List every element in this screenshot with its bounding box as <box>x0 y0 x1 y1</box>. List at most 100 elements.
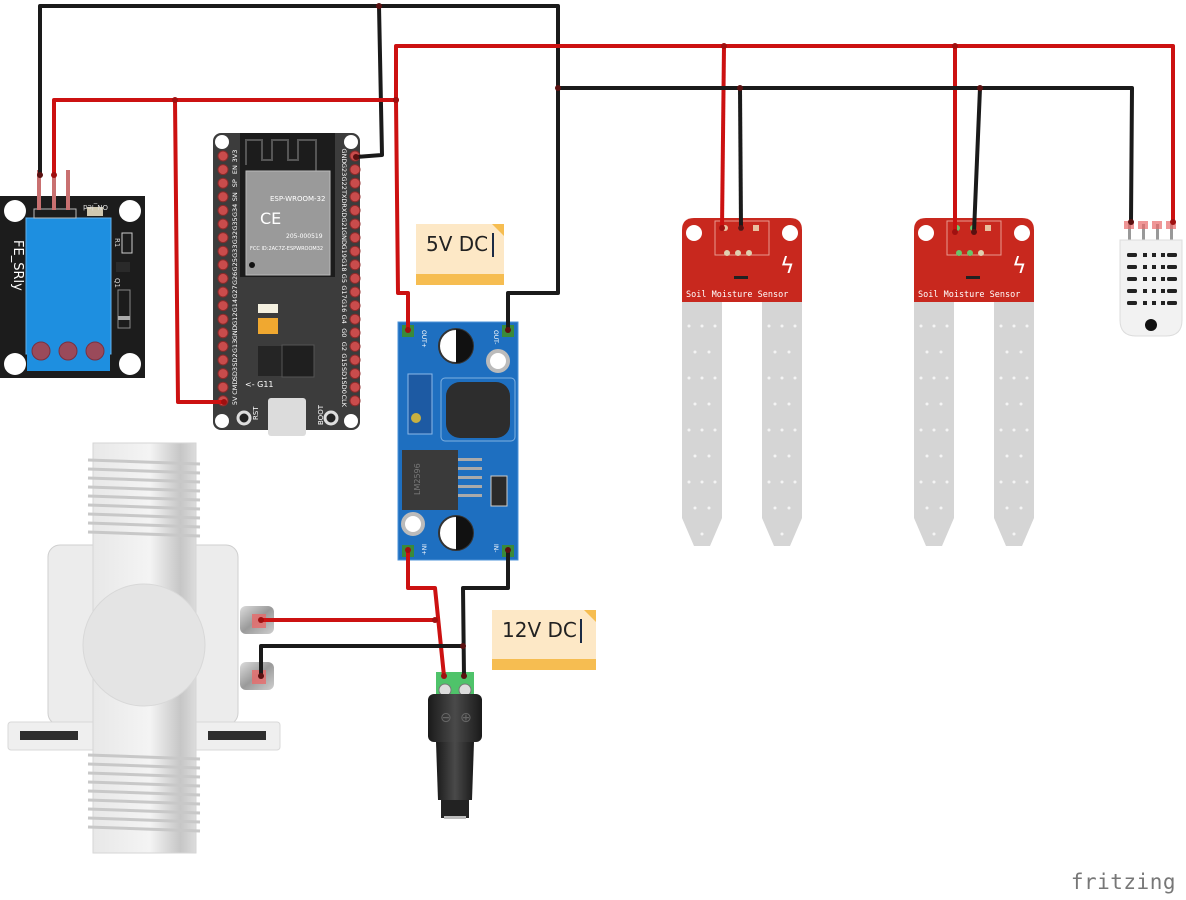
esp32-pin[interactable] <box>217 327 229 339</box>
power-wire[interactable] <box>720 45 726 229</box>
esp32-pin[interactable] <box>349 232 361 244</box>
esp32-pin[interactable] <box>349 327 361 339</box>
buck-converter[interactable]: LM2596 OUT+ OUT- IN+ IN- <box>397 321 519 561</box>
esp32-pin[interactable] <box>217 381 229 393</box>
terminal-screw[interactable] <box>85 341 105 361</box>
wire-endpoint[interactable] <box>37 172 43 178</box>
esp32-pin[interactable] <box>349 313 361 325</box>
wire-endpoint[interactable] <box>505 547 511 553</box>
wire-endpoint[interactable] <box>952 43 958 49</box>
esp32-board[interactable]: ESP-WROOM-32 FCC ID:2AC7Z-ESPWROOM32 205… <box>213 133 361 436</box>
esp32-pin[interactable] <box>349 204 361 216</box>
wire-endpoint[interactable] <box>977 85 983 91</box>
esp32-pin[interactable] <box>217 164 229 176</box>
terminal-screw[interactable] <box>58 341 78 361</box>
esp32-pin[interactable] <box>349 164 361 176</box>
wire-endpoint[interactable] <box>737 85 743 91</box>
esp32-pin[interactable] <box>217 286 229 298</box>
esp32-pin[interactable] <box>217 259 229 271</box>
esp32-pin[interactable] <box>349 259 361 271</box>
wire-endpoint[interactable] <box>505 327 511 333</box>
dc-barrel-jack[interactable]: ⊖ ⊕ <box>428 672 482 819</box>
esp32-pin[interactable] <box>349 354 361 366</box>
wire-endpoint[interactable] <box>51 172 57 178</box>
esp32-pin[interactable] <box>217 354 229 366</box>
wire-endpoint[interactable] <box>719 225 725 231</box>
esp32-pin[interactable] <box>349 177 361 189</box>
esp32-pin[interactable] <box>217 340 229 352</box>
esp32-pin[interactable] <box>217 177 229 189</box>
esp32-pin[interactable] <box>349 395 361 407</box>
terminal-screw[interactable] <box>31 341 51 361</box>
wire-endpoint[interactable] <box>738 225 744 231</box>
wire-endpoint[interactable] <box>353 154 359 160</box>
ground-wire[interactable] <box>355 5 384 159</box>
ground-wire[interactable] <box>38 4 560 330</box>
esp32-pin[interactable] <box>217 150 229 162</box>
esp32-pin[interactable] <box>349 368 361 380</box>
esp32-pin[interactable] <box>217 191 229 203</box>
ground-wire[interactable] <box>558 86 1134 223</box>
esp32-pin[interactable] <box>217 245 229 257</box>
wire-endpoint[interactable] <box>971 229 977 235</box>
power-wire[interactable] <box>173 99 224 404</box>
note-12v-dc[interactable]: 12V DC <box>492 610 596 670</box>
esp32-pin[interactable] <box>349 286 361 298</box>
relay-pin-signal[interactable] <box>66 170 70 210</box>
wire-endpoint[interactable] <box>172 97 178 103</box>
power-wire[interactable] <box>394 99 410 330</box>
wire-endpoint[interactable] <box>376 3 382 9</box>
esp32-pin[interactable] <box>349 218 361 230</box>
note-resize-bar[interactable] <box>416 274 504 285</box>
relay-pin-gnd[interactable] <box>37 170 41 210</box>
wire-endpoint[interactable] <box>258 617 264 623</box>
esp32-pin[interactable] <box>217 204 229 216</box>
wire-endpoint[interactable] <box>461 673 467 679</box>
esp32-pin[interactable] <box>349 191 361 203</box>
potentiometer[interactable] <box>407 373 433 435</box>
ground-wire[interactable] <box>259 644 463 676</box>
wire-endpoint[interactable] <box>555 85 561 91</box>
relay-pin-vcc[interactable] <box>52 170 56 210</box>
micro-usb-port[interactable] <box>268 398 306 436</box>
esp32-pin[interactable] <box>349 272 361 284</box>
wire-endpoint[interactable] <box>221 399 227 405</box>
wire-endpoint[interactable] <box>1128 219 1134 225</box>
wire-endpoint[interactable] <box>1170 219 1176 225</box>
note-resize-bar[interactable] <box>492 659 596 670</box>
wire-endpoint[interactable] <box>405 547 411 553</box>
wire-endpoint[interactable] <box>405 327 411 333</box>
dht-sensor[interactable] <box>1119 221 1183 337</box>
esp32-pin[interactable] <box>217 300 229 312</box>
wire-endpoint[interactable] <box>393 97 399 103</box>
relay-module[interactable]: FE_SRly ON_led R1 Q1 <box>0 170 145 378</box>
soil-moisture-sensor-2[interactable]: ϟ Soil Moisture Sensor <box>914 218 1034 546</box>
wire-endpoint[interactable] <box>432 617 438 623</box>
rst-button[interactable] <box>236 410 252 426</box>
ground-wire[interactable] <box>738 87 743 229</box>
esp32-pin[interactable] <box>217 232 229 244</box>
esp32-pin[interactable] <box>217 313 229 325</box>
boot-button[interactable] <box>323 410 339 426</box>
esp32-pin[interactable] <box>217 218 229 230</box>
esp32-pin[interactable] <box>349 340 361 352</box>
esp32-pin[interactable] <box>217 368 229 380</box>
power-wire[interactable] <box>394 44 1175 222</box>
esp32-pin[interactable] <box>217 272 229 284</box>
soil-moisture-sensor-1[interactable]: ϟ Soil Moisture Sensor <box>682 218 802 546</box>
wire-endpoint[interactable] <box>721 43 727 49</box>
ground-wire[interactable] <box>972 87 982 233</box>
wire-endpoint[interactable] <box>460 643 466 649</box>
esp32-pin[interactable] <box>349 300 361 312</box>
ground-wire[interactable] <box>461 550 510 677</box>
sensor-label: Soil Moisture Sensor <box>686 290 788 300</box>
solenoid-valve[interactable] <box>7 442 281 854</box>
power-wire[interactable] <box>406 550 446 677</box>
esp32-pin[interactable] <box>349 381 361 393</box>
wire-endpoint[interactable] <box>258 673 264 679</box>
esp32-pin[interactable] <box>349 245 361 257</box>
power-wire[interactable] <box>52 98 396 175</box>
wire-endpoint[interactable] <box>952 229 958 235</box>
note-5v-dc[interactable]: 5V DC <box>416 224 504 285</box>
wire-endpoint[interactable] <box>441 673 447 679</box>
